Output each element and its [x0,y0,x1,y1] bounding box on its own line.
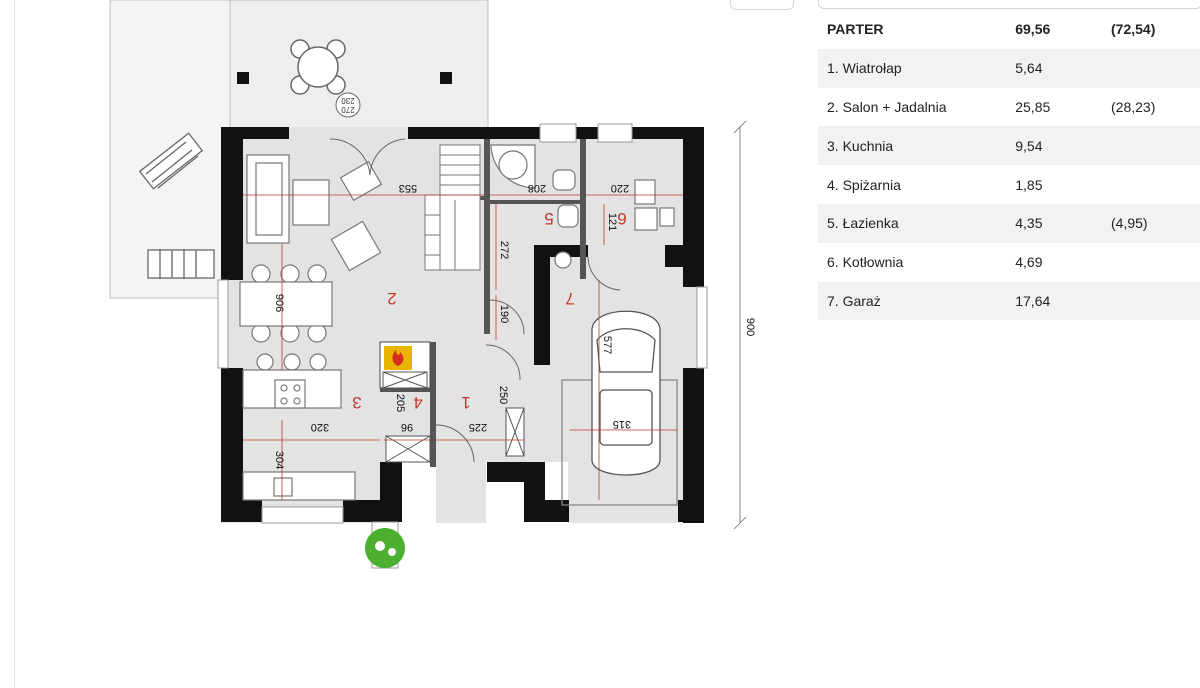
room-number-3: 3 [352,393,361,412]
dim-190: 190 [498,305,510,323]
dim-304: 304 [273,451,285,469]
room-number-4: 4 [413,393,422,412]
outer-dimension [733,120,747,530]
room-number-1: 1 [461,393,470,412]
room-name: 2. Salon + Jadalnia [818,87,1007,127]
room-number-6: 6 [617,209,626,228]
room-name: 3. Kuchnia [818,126,1007,166]
svg-text:270: 270 [341,105,355,114]
dim-208: 208 [528,182,546,194]
dim-250: 250 [497,386,509,404]
dim-225: 225 [469,421,487,433]
room-area-alt: (28,23) [1102,87,1200,127]
table-header-row: PARTER 69,56 (72,54) [818,10,1200,49]
room-number-7: 7 [565,289,574,308]
header-name: PARTER [818,10,1007,49]
room-name: 4. Spiżarnia [818,165,1007,204]
room-area-alt: (4,95) [1102,203,1200,243]
terrace-post [440,72,452,84]
room-area: 4,69 [1006,242,1103,282]
table-row: 5. Łazienka 4,35 (4,95) [818,203,1200,243]
room-area-alt [1102,48,1200,88]
room-area: 5,64 [1006,48,1103,88]
table-row: 2. Salon + Jadalnia 25,85 (28,23) [818,87,1200,127]
table-row: 3. Kuchnia 9,54 [818,126,1200,166]
room-number-2: 2 [387,289,396,308]
table-row: 4. Spiżarnia 1,85 [818,165,1200,204]
terrace-dimension: 270 230 [335,92,361,118]
room-area: 17,64 [1006,281,1103,321]
svg-text:230: 230 [341,96,355,105]
dim-272: 272 [498,241,510,259]
round-table [290,39,346,95]
car-icon [561,310,678,506]
top-panel-edge [818,0,1200,9]
left-content-frame [14,0,795,688]
dim-320: 320 [311,421,329,433]
floor-plan-drawing: 270 230 [109,0,761,675]
room-area-alt [1102,281,1200,321]
blank-area [163,570,761,675]
room-area: 25,85 [1006,87,1103,127]
dim-553: 553 [399,182,417,194]
area-table: PARTER 69,56 (72,54) 1. Wiatrołap 5,64 2… [818,10,1200,321]
staircase [424,144,481,271]
room-area: 9,54 [1006,126,1103,166]
room-area: 4,35 [1006,203,1103,243]
tree-icon [365,521,405,569]
dim-96: 96 [401,421,413,433]
table-row: 6. Kotłownia 4,69 [818,242,1200,282]
exterior-walls [221,127,704,523]
kitchen-furniture [242,353,356,501]
dim-205: 205 [394,394,406,412]
boiler-equipment [634,179,675,231]
dim-577: 577 [601,336,613,354]
living-furniture [246,154,383,272]
header-area-alt: (72,54) [1102,10,1200,49]
bathroom-fixtures [490,144,579,269]
floor-plan: 270 230 [109,0,761,675]
room-name: 6. Kotłownia [818,242,1007,282]
lounger [138,132,204,190]
dining-table [239,264,333,343]
terrace-post [237,72,249,84]
table-row: 1. Wiatrołap 5,64 [818,48,1200,88]
windows [217,123,708,524]
room-name: 1. Wiatrołap [818,48,1007,88]
room-area-alt [1102,165,1200,204]
dim-220: 220 [611,182,629,194]
room-number-5: 5 [544,209,553,228]
table-row: 7. Garaż 17,64 [818,281,1200,321]
dim-121: 121 [606,213,618,231]
top-button[interactable] [730,0,794,10]
dimension-lines [243,194,683,500]
room-name: 5. Łazienka [818,203,1007,243]
dim-906: 906 [273,294,285,312]
room-area-alt [1102,126,1200,166]
header-area: 69,56 [1006,10,1103,49]
room-area-alt [1102,242,1200,282]
dim-900: 900 [744,318,756,336]
room-name: 7. Garaż [818,281,1007,321]
room-area: 1,85 [1006,165,1103,204]
dim-315: 315 [613,418,631,430]
bench [147,249,215,279]
